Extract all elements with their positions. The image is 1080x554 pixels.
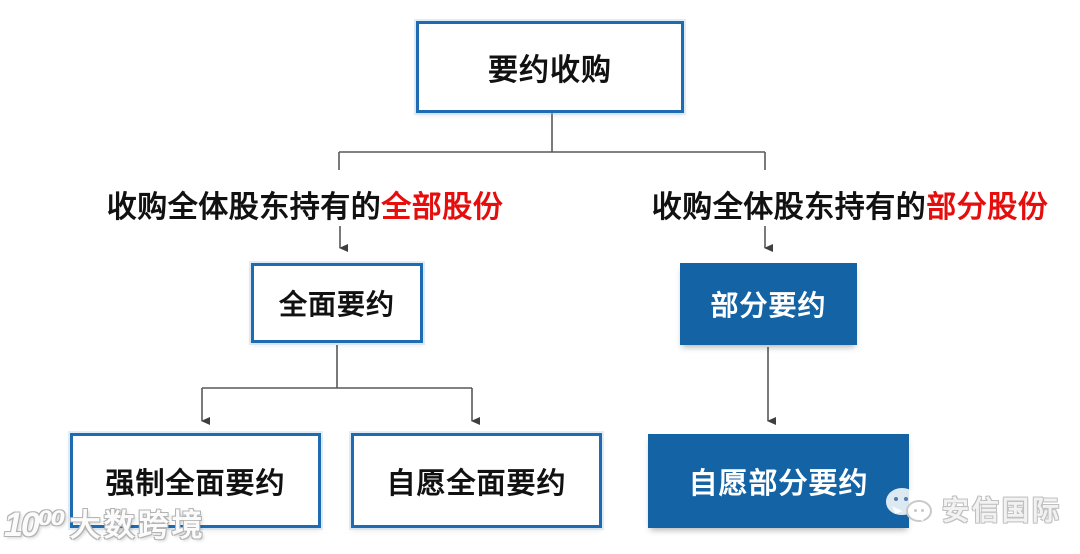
watermark-anxin-international: 安信国际 xyxy=(886,486,1062,530)
node-partial-offer-label: 部分要约 xyxy=(710,290,827,321)
node-tender-offer: 要约收购 xyxy=(416,21,684,113)
wechat-icon xyxy=(886,486,934,530)
watermark-anxin-text: 安信国际 xyxy=(942,495,1062,526)
node-voluntary-general-offer-label: 自愿全面要约 xyxy=(386,467,567,500)
node-mandatory-general-offer-label: 强制全面要约 xyxy=(105,467,286,500)
node-voluntary-general-offer: 自愿全面要约 xyxy=(351,433,602,528)
branch-label-partial-shares: 收购全体股东持有的部分股份 xyxy=(620,182,1080,226)
node-mandatory-general-offer: 强制全面要约 xyxy=(70,433,321,528)
node-partial-offer: 部分要约 xyxy=(680,263,857,345)
node-tender-offer-label: 要约收购 xyxy=(488,54,612,87)
node-general-offer: 全面要约 xyxy=(251,263,423,343)
branch-label-all-shares-red: 全部股份 xyxy=(381,191,504,224)
dashu-logo-icon: 10⁰⁰ xyxy=(4,506,66,544)
branch-label-partial-shares-black: 收购全体股东持有的 xyxy=(651,191,927,224)
node-general-offer-label: 全面要约 xyxy=(278,289,395,320)
node-voluntary-partial-offer-label: 自愿部分要约 xyxy=(688,468,869,500)
watermark-dashu-kuajing: 10⁰⁰ 大数跨境 xyxy=(4,500,206,545)
watermark-dashu-text: 大数跨境 xyxy=(69,508,206,543)
branch-label-all-shares-black: 收购全体股东持有的 xyxy=(106,191,382,224)
branch-label-partial-shares-red: 部分股份 xyxy=(926,191,1049,224)
node-voluntary-partial-offer: 自愿部分要约 xyxy=(648,434,909,528)
branch-label-all-shares: 收购全体股东持有的全部股份 xyxy=(55,182,555,226)
wechat-bubble-small xyxy=(906,500,932,522)
